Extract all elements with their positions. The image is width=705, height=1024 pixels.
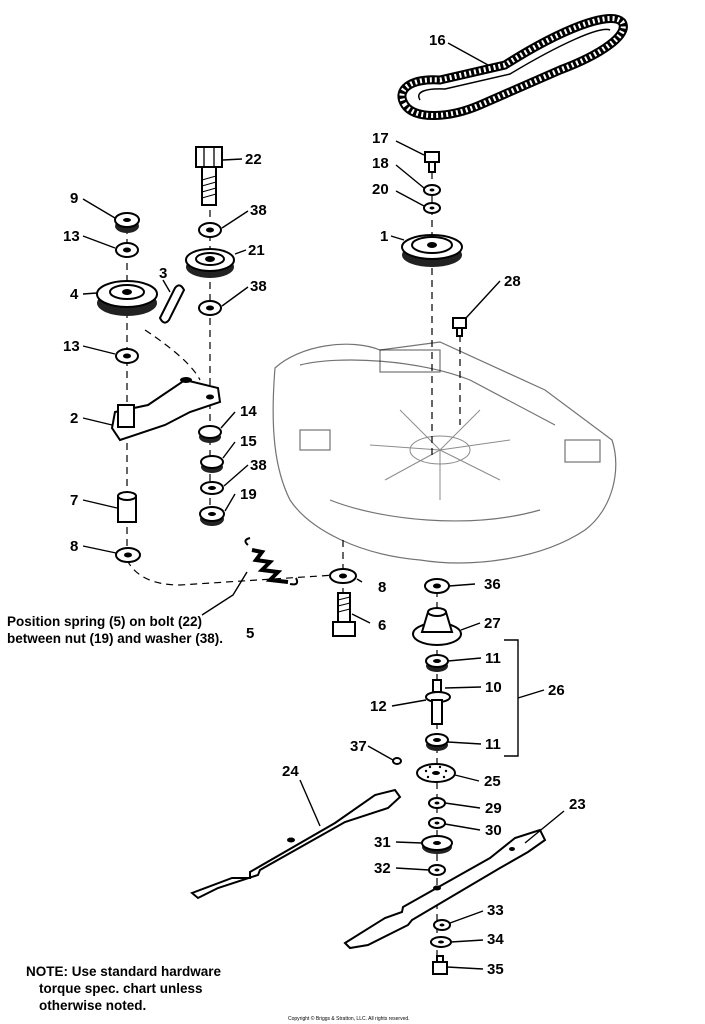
callout-9: 9 bbox=[70, 190, 78, 207]
callout-16: 16 bbox=[429, 32, 446, 49]
nut-9 bbox=[114, 212, 140, 233]
hardware-note-line-2: torque spec. chart unless bbox=[39, 981, 203, 996]
callout-38-low: 38 bbox=[250, 457, 267, 474]
callout-19: 19 bbox=[240, 486, 257, 503]
pulley-21 bbox=[185, 248, 235, 278]
bushing-14 bbox=[198, 425, 222, 443]
callout-1: 1 bbox=[380, 228, 388, 245]
callout-18: 18 bbox=[372, 155, 389, 172]
callout-3: 3 bbox=[159, 265, 167, 282]
callout-8-left: 8 bbox=[70, 538, 78, 555]
belt bbox=[397, 14, 628, 120]
key-37 bbox=[392, 757, 402, 765]
callout-2: 2 bbox=[70, 410, 78, 427]
bearing-11-top bbox=[425, 654, 449, 672]
nut-19 bbox=[199, 506, 225, 526]
callout-6: 6 bbox=[378, 617, 386, 634]
shaft-12 bbox=[425, 679, 451, 725]
washer-34 bbox=[430, 936, 452, 948]
blade-24 bbox=[190, 788, 402, 900]
assembly-lines bbox=[126, 160, 461, 975]
pin-3 bbox=[158, 284, 186, 324]
callout-numbers: 16 17 18 20 1 28 22 38 21 38 14 15 38 19… bbox=[63, 32, 586, 978]
washer-29 bbox=[428, 797, 446, 809]
callout-22: 22 bbox=[245, 151, 262, 168]
callout-35: 35 bbox=[487, 961, 504, 978]
callout-36: 36 bbox=[484, 576, 501, 593]
bolt-28 bbox=[452, 317, 467, 337]
callout-38-mid: 38 bbox=[250, 278, 267, 295]
leader-lines bbox=[82, 42, 565, 970]
mower-deck bbox=[272, 341, 617, 564]
washer-38-mid bbox=[198, 300, 222, 316]
callout-33: 33 bbox=[487, 902, 504, 919]
bracket-26 bbox=[504, 639, 519, 757]
copyright-notice: Copyright © Briggs & Stratton, LLC. All … bbox=[288, 1016, 410, 1022]
callout-23: 23 bbox=[569, 796, 586, 813]
callout-27: 27 bbox=[484, 615, 501, 632]
washer-18 bbox=[423, 184, 441, 196]
callout-37: 37 bbox=[350, 738, 367, 755]
callout-11-top: 11 bbox=[485, 650, 501, 667]
callout-24: 24 bbox=[282, 763, 299, 780]
spring-5 bbox=[244, 537, 299, 586]
callout-12: 12 bbox=[370, 698, 387, 715]
hardware-note-line-3: otherwise noted. bbox=[39, 998, 147, 1013]
washer-38-low bbox=[200, 481, 224, 495]
callout-17: 17 bbox=[372, 130, 389, 147]
hub-25 bbox=[416, 763, 456, 783]
washer-13-top bbox=[115, 242, 139, 258]
bolt-6 bbox=[332, 592, 356, 637]
callout-21: 21 bbox=[248, 242, 265, 259]
washer-8-right bbox=[329, 568, 357, 584]
pulley-4 bbox=[96, 280, 158, 316]
callout-4: 4 bbox=[70, 286, 79, 303]
washer-13-low bbox=[115, 348, 139, 364]
bolt-35 bbox=[432, 955, 448, 975]
callout-20: 20 bbox=[372, 181, 389, 198]
washer-33 bbox=[433, 919, 451, 931]
callout-13-low: 13 bbox=[63, 338, 80, 355]
callout-26: 26 bbox=[548, 682, 565, 699]
callout-8-right: 8 bbox=[378, 579, 386, 596]
callout-34: 34 bbox=[487, 931, 504, 948]
callout-25: 25 bbox=[484, 773, 501, 790]
callout-13-top: 13 bbox=[63, 228, 80, 245]
washer-8-left bbox=[115, 547, 141, 563]
callout-5: 5 bbox=[246, 625, 254, 642]
nut-15 bbox=[200, 455, 224, 473]
hardware-note: NOTE: Use standard hardware torque spec.… bbox=[26, 963, 226, 1014]
idler-arm-2 bbox=[110, 377, 222, 442]
bolt-17 bbox=[424, 151, 440, 173]
adapter-31 bbox=[421, 835, 453, 854]
callout-10: 10 bbox=[485, 679, 502, 696]
callout-32: 32 bbox=[374, 860, 391, 877]
hardware-note-line-1: NOTE: Use standard hardware bbox=[26, 964, 222, 979]
callout-38-top: 38 bbox=[250, 202, 267, 219]
callout-15: 15 bbox=[240, 433, 257, 450]
callout-7: 7 bbox=[70, 492, 78, 509]
callout-28: 28 bbox=[504, 273, 521, 290]
callout-29: 29 bbox=[485, 800, 502, 817]
pulley-1 bbox=[401, 234, 463, 267]
callout-14: 14 bbox=[240, 403, 257, 420]
bearing-11-bottom bbox=[425, 733, 449, 751]
callout-11-bottom: 11 bbox=[485, 736, 501, 753]
washer-36 bbox=[424, 578, 450, 594]
washer-30 bbox=[428, 817, 446, 829]
spindle-housing-27 bbox=[412, 607, 462, 646]
bolt-22 bbox=[195, 146, 223, 206]
spring-note: Position spring (5) on bolt (22) between… bbox=[7, 614, 224, 646]
callout-31: 31 bbox=[374, 834, 391, 851]
callout-30: 30 bbox=[485, 822, 502, 839]
washer-32 bbox=[428, 864, 446, 876]
washer-20 bbox=[423, 202, 441, 214]
washer-38-top bbox=[198, 222, 222, 238]
blade-23 bbox=[343, 828, 547, 950]
spacer-7 bbox=[117, 491, 137, 523]
